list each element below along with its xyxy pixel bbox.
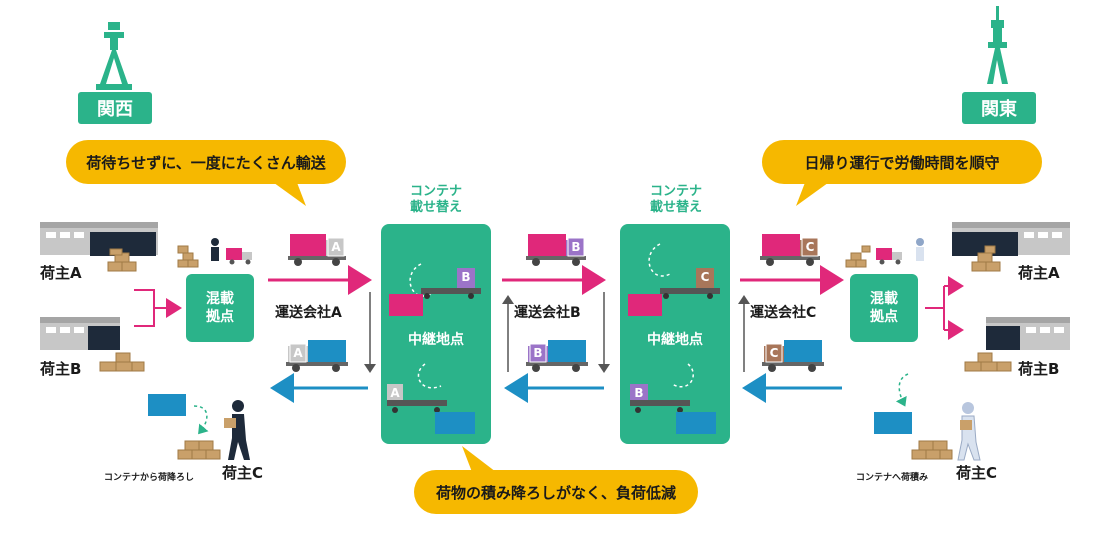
shipper-a-west: 荷主A (40, 264, 82, 282)
hub-truck-letter: B (634, 386, 644, 400)
kansai-tower-icon (96, 22, 132, 90)
shipper-c-east: 荷主C (956, 464, 998, 482)
container-swap-line1: コンテナ (409, 184, 462, 199)
benefit-bubble-left: 荷待ちせずに、一度にたくさん輸送 (66, 140, 346, 184)
consolidation-depot-east: 混載 拠点 (850, 274, 918, 342)
hub-truck-letter: B (461, 270, 471, 284)
worker-carrying-icon (224, 400, 981, 461)
warehouse-b-left-icon (40, 317, 120, 350)
truck-letter: C (805, 240, 815, 254)
bubble-tail (270, 180, 306, 206)
company-c-label: 運送会社C (750, 305, 817, 321)
relay-hub-right: 中継地点 (620, 224, 730, 444)
consolidation-depot-west: 混載 拠点 (186, 274, 254, 342)
relay-point-label: 中継地点 (408, 332, 464, 348)
container-swap-title-left: コンテナ 載せ替え (386, 184, 486, 216)
depot-line1: 混載 (870, 291, 898, 307)
company-a-label: 運送会社A (275, 305, 342, 321)
depot-line1: 混載 (206, 291, 234, 307)
relay-point-label: 中継地点 (647, 332, 703, 348)
route-arrows (268, 265, 844, 403)
container-swap-line2: 載せ替え (409, 200, 462, 215)
region-badge-kansai: 関西 (78, 92, 152, 124)
load-caption: コンテナへ荷積み (856, 473, 929, 483)
hub-truck-letter: C (700, 270, 710, 284)
benefit-bubble-bottom: 荷物の積み降ろしがなく、負荷低減 (414, 470, 698, 514)
bubble-tail (796, 180, 832, 206)
container-swap-line2: 載せ替え (649, 200, 702, 215)
worker-icon (211, 238, 924, 265)
container-icon (148, 373, 912, 435)
warehouse-a-right-icon (952, 222, 1070, 256)
truck-letter: C (769, 346, 779, 360)
shipper-a-east: 荷主A (1018, 264, 1060, 282)
container-swap-title-right: コンテナ 載せ替え (626, 184, 726, 216)
tokyo-tower-icon (987, 6, 1008, 84)
benefit-bubble-right: 日帰り運行で労働時間を順守 (762, 140, 1042, 184)
depot-line2: 拠点 (206, 309, 234, 325)
vertical-arrows (364, 292, 750, 373)
truck-letter: B (571, 240, 581, 254)
warehouse-a-left-icon (40, 222, 158, 256)
truck-letter: A (331, 240, 341, 254)
bubble-tail (462, 446, 496, 472)
cargo-boxes-icon (99, 245, 1012, 460)
relay-hub-left: 中継地点 (381, 224, 491, 444)
shipper-c-west: 荷主C (222, 464, 264, 482)
truck-letter-badges (289, 237, 819, 363)
shipper-b-west: 荷主B (40, 360, 82, 378)
hub-truck-letter: A (390, 386, 400, 400)
unload-caption: コンテナから荷降ろし (104, 473, 195, 483)
warehouse-b-right-icon (986, 317, 1070, 350)
company-b-label: 運送会社B (514, 305, 581, 321)
shipper-b-east: 荷主B (1018, 360, 1060, 378)
depot-line2: 拠点 (870, 309, 898, 325)
truck-letter: B (533, 346, 543, 360)
region-badge-kanto: 関東 (962, 92, 1036, 124)
container-swap-line1: コンテナ (649, 184, 702, 199)
merge-arrows (134, 276, 964, 340)
truck-letter: A (293, 346, 303, 360)
